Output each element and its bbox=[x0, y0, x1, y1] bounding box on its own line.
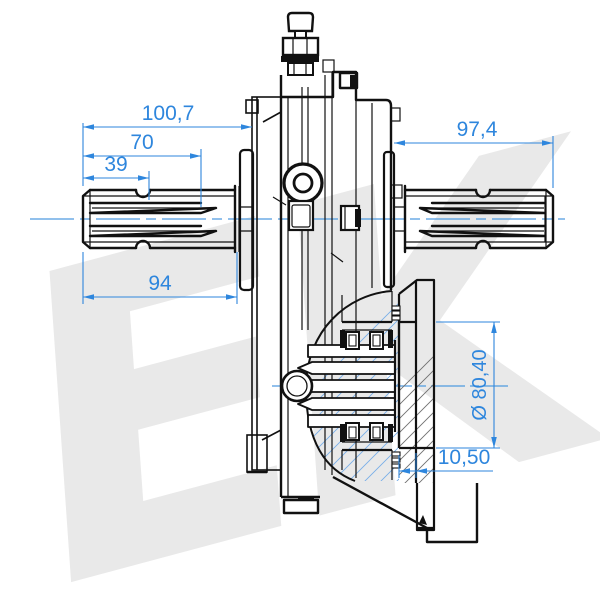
left-lock-groove-top bbox=[134, 188, 152, 199]
right-spline-groove-2 bbox=[418, 224, 547, 238]
arrowhead bbox=[138, 175, 149, 181]
right-lock-groove-bottom bbox=[474, 239, 492, 250]
arrowhead bbox=[83, 124, 94, 130]
dim-label-100-7: 100,7 bbox=[142, 102, 195, 125]
dim-label-70: 70 bbox=[130, 131, 153, 154]
bottom-bearing bbox=[340, 422, 393, 480]
arrowhead bbox=[190, 153, 201, 159]
spline-band bbox=[297, 361, 396, 375]
dimension-100-7: 100,7 bbox=[83, 102, 252, 130]
right-spline-groove-1 bbox=[418, 201, 547, 215]
watermark-logo: EK bbox=[0, 50, 600, 600]
section-view bbox=[280, 290, 397, 482]
arrowhead bbox=[83, 153, 94, 159]
dim-label-94: 94 bbox=[148, 272, 172, 295]
arrowhead bbox=[394, 140, 405, 146]
arrowhead bbox=[542, 140, 553, 146]
center-bolt-hole bbox=[292, 172, 314, 194]
grease-fitting-seal bbox=[281, 56, 319, 62]
arrowhead bbox=[83, 175, 94, 181]
arrowhead bbox=[241, 124, 252, 130]
right-bearing-disc bbox=[382, 150, 396, 289]
arrowhead bbox=[416, 468, 427, 474]
gearbox-housing bbox=[238, 59, 479, 544]
arrowhead bbox=[399, 468, 410, 474]
dim-label-10-50: 10,50 bbox=[438, 446, 491, 469]
right-pto-shaft bbox=[394, 184, 555, 254]
left-bearing-disc bbox=[238, 148, 255, 292]
dim-label-97-4: 97,4 bbox=[457, 118, 498, 141]
dimension-39: 39 bbox=[83, 153, 149, 181]
top-bearing bbox=[340, 291, 393, 350]
output-flange bbox=[391, 278, 436, 532]
housing-lower-bracket bbox=[332, 475, 479, 544]
arrowhead bbox=[491, 437, 497, 448]
spline-band bbox=[297, 397, 396, 411]
housing-lug-dark bbox=[350, 75, 358, 88]
dim-label-diameter-80-40: Ø 80,40 bbox=[469, 349, 491, 420]
right-shaft-end-chamfer bbox=[544, 188, 555, 250]
left-spline-groove-1 bbox=[88, 201, 218, 215]
left-pto-shaft bbox=[81, 184, 252, 254]
arrowhead bbox=[83, 294, 94, 300]
flange-disc-outline bbox=[398, 278, 436, 532]
dimension-10-50: 10,50 bbox=[399, 446, 493, 474]
dim-label-39: 39 bbox=[104, 153, 127, 176]
dimension-97-4: 97,4 bbox=[394, 118, 553, 146]
left-shaft-end-chamfer bbox=[81, 188, 92, 250]
grease-fitting-cap bbox=[286, 11, 315, 33]
extension-lines bbox=[82, 123, 554, 478]
grease-fitting bbox=[281, 11, 320, 76]
right-lock-groove-top bbox=[474, 188, 492, 199]
grease-fitting-hex-nut bbox=[281, 36, 320, 57]
dimension-diameter-80-40: Ø 80,40 bbox=[469, 322, 497, 448]
dimension-94: 94 bbox=[83, 272, 237, 300]
gray-section-hatch bbox=[399, 299, 434, 483]
left-spline-groove-2 bbox=[88, 224, 218, 238]
arrowhead bbox=[226, 294, 237, 300]
left-lock-groove-bottom bbox=[134, 239, 152, 250]
dimension-70: 70 bbox=[83, 131, 201, 159]
arrowhead bbox=[491, 322, 497, 333]
